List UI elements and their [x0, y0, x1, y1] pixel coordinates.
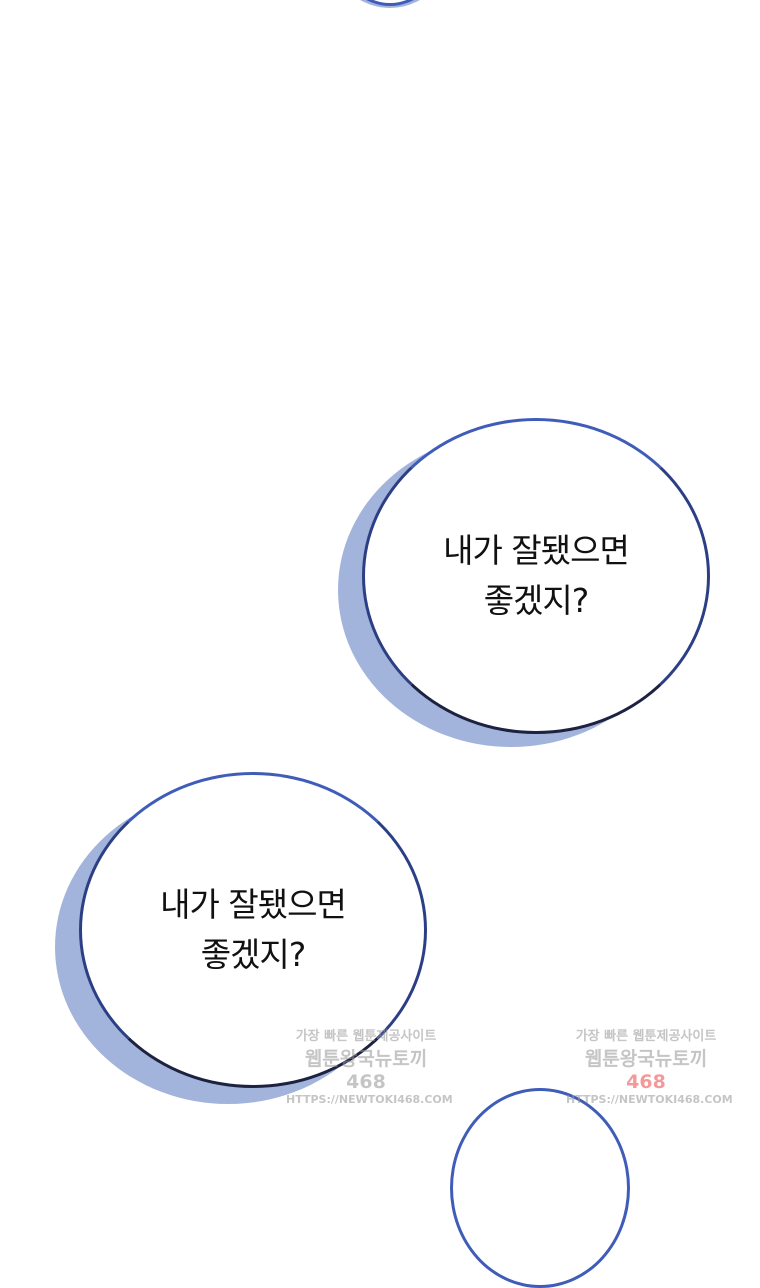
watermark: 가장 빠른 웹툰제공사이트 웹툰왕국뉴토끼468 HTTPS://NEWTOKI… [286, 1029, 453, 1106]
speech-bubble: 내가 잘됐으면 좋겠지? [362, 418, 710, 734]
watermark: 가장 빠른 웹툰제공사이트 웹툰왕국뉴토끼468 HTTPS://NEWTOKI… [566, 1029, 733, 1106]
speech-bubble-top-partial [300, 0, 480, 6]
bubble-text-line: 내가 잘됐으면 [443, 531, 630, 570]
bubble-text-line: 좋겠지? [200, 935, 307, 974]
speech-bubble: 내가 잘됐으면 좋겠지? [79, 772, 427, 1088]
speech-bubble-bottom-partial [450, 1088, 630, 1288]
bubble-text-line: 좋겠지? [483, 581, 590, 620]
bubble-text-line: 내가 잘됐으면 [160, 885, 347, 924]
